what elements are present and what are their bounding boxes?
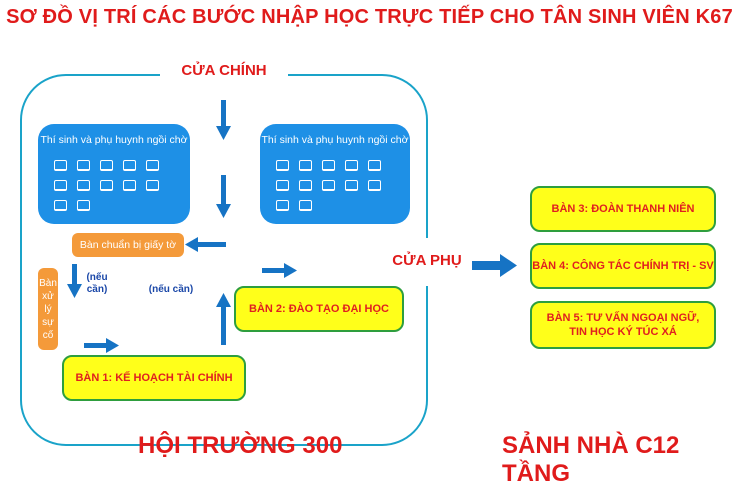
seat-icon	[54, 200, 67, 211]
seat-icon	[276, 200, 289, 211]
seat-icon	[368, 180, 381, 191]
seat-icon	[54, 160, 67, 171]
hall-300-label: HỘI TRƯỜNG 300	[138, 432, 343, 459]
seat-icon	[322, 180, 335, 191]
main-door-label: CỬA CHÍNH	[181, 62, 267, 79]
seat-icon	[299, 160, 312, 171]
seat-icon	[100, 180, 113, 191]
seat-icon	[276, 180, 289, 191]
arrow-right-icon	[84, 338, 119, 353]
desk-2: BÀN 2: ĐÀO TẠO ĐẠI HỌC	[234, 286, 404, 332]
arrow-right-icon	[262, 263, 297, 278]
seat-grid-left	[54, 160, 174, 211]
seat-icon	[345, 160, 358, 171]
arrow-down-icon	[216, 100, 231, 140]
seat-icon	[276, 160, 289, 171]
seat-icon	[77, 160, 90, 171]
if-needed-note-1: (nếu cần)	[86, 272, 108, 295]
side-door-gap	[420, 238, 436, 286]
seat-icon	[77, 180, 90, 191]
arrow-down-icon	[67, 264, 82, 298]
diagram-title: SƠ ĐỒ VỊ TRÍ CÁC BƯỚC NHẬP HỌC TRỰC TIẾP…	[6, 6, 733, 28]
seat-icon	[123, 160, 136, 171]
side-door-label: CỬA PHỤ	[392, 252, 462, 269]
waiting-area-right: Thí sinh và phụ huynh ngồi chờ	[260, 124, 410, 224]
seat-icon	[345, 180, 358, 191]
seat-icon	[146, 160, 159, 171]
arrow-right-icon	[472, 254, 517, 277]
desk-3: BÀN 3: ĐOÀN THANH NIÊN	[530, 186, 716, 232]
main-door-gap	[160, 68, 288, 80]
if-needed-note-2: (nếu cần)	[148, 284, 194, 295]
seat-icon	[146, 180, 159, 191]
seat-grid-right	[276, 160, 394, 211]
waiting-area-left: Thí sinh và phụ huynh ngồi chờ	[38, 124, 190, 224]
seat-icon	[299, 200, 312, 211]
arrow-up-icon	[216, 293, 231, 345]
seat-icon	[77, 200, 90, 211]
seat-icon	[322, 160, 335, 171]
incident-desk: Bàn xử lý sự cố	[38, 268, 58, 350]
seat-icon	[100, 160, 113, 171]
seat-icon	[123, 180, 136, 191]
waiting-area-right-label: Thí sinh và phụ huynh ngồi chờ	[261, 134, 409, 146]
desk-5: BÀN 5: TƯ VẤN NGOẠI NGỮ, TIN HỌC KÝ TÚC …	[530, 301, 716, 349]
arrow-left-icon	[185, 237, 226, 252]
desk-4: BÀN 4: CÔNG TÁC CHÍNH TRỊ - SV	[530, 243, 716, 289]
arrow-down-icon	[216, 175, 231, 218]
seat-icon	[54, 180, 67, 191]
seat-icon	[299, 180, 312, 191]
desk-1: BÀN 1: KẾ HOẠCH TÀI CHÍNH	[62, 355, 246, 401]
waiting-area-left-label: Thí sinh và phụ huynh ngồi chờ	[40, 134, 188, 146]
seat-icon	[368, 160, 381, 171]
prep-docs-desk: Bàn chuẩn bị giấy tờ	[72, 233, 184, 257]
